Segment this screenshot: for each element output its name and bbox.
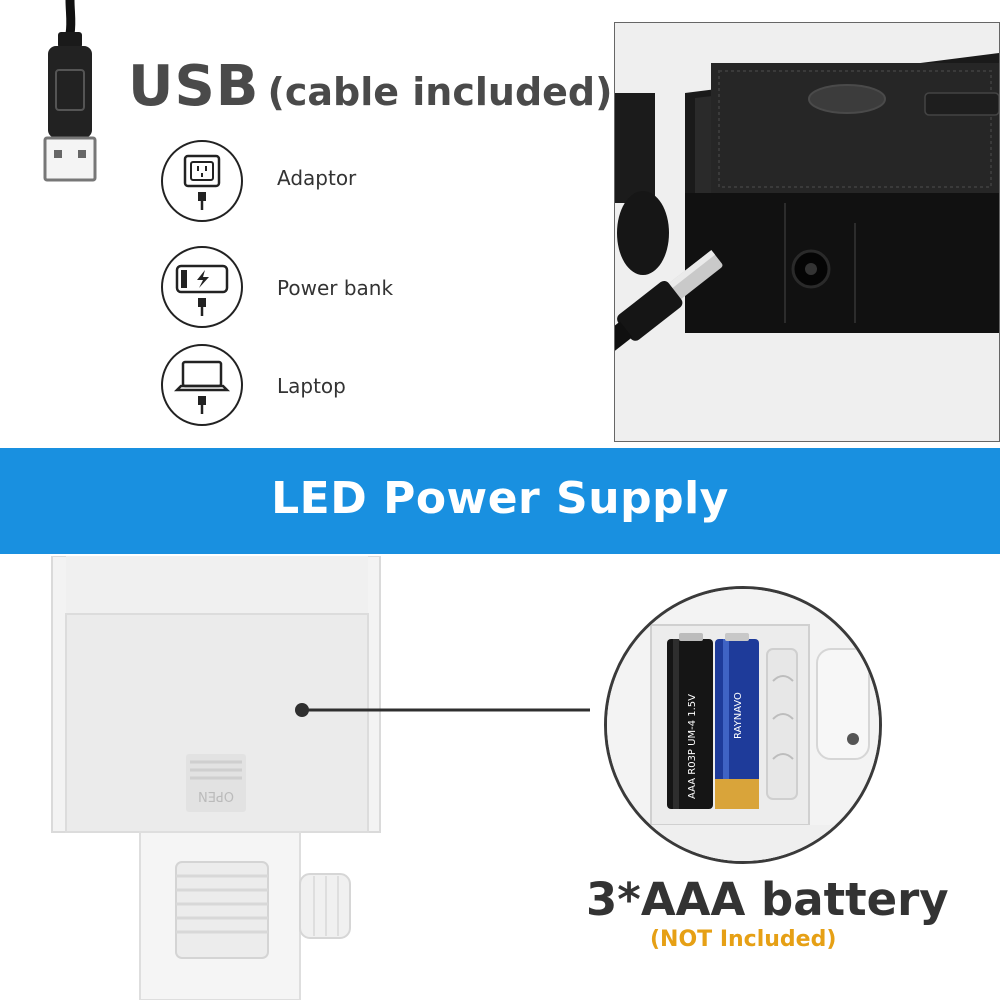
dc-plug-illustration — [615, 23, 999, 441]
dc-plug-photo — [614, 22, 1000, 442]
battery-label-dark: AAA R03P UM-4 1.5V — [687, 694, 698, 799]
battery-compartment-illustration: AAA R03P UM-4 1.5V RAYNAVO — [607, 589, 879, 861]
banner-title: LED Power Supply — [271, 473, 729, 524]
laptop-icon — [173, 360, 231, 414]
battery-label-blue: RAYNAVO — [733, 692, 744, 739]
power-bank-circle — [161, 246, 243, 328]
source-label-power-bank: Power bank — [277, 276, 394, 300]
usb-title-text: USB — [128, 54, 260, 119]
power-bank-icon — [175, 264, 229, 316]
battery-title: 3*AAA battery — [586, 873, 949, 926]
laptop-circle — [161, 344, 243, 426]
wall-outlet-icon — [183, 154, 221, 210]
source-label-adaptor: Adaptor — [277, 166, 357, 190]
adaptor-circle — [161, 140, 243, 222]
battery-zoom-circle: AAA R03P UM-4 1.5V RAYNAVO — [604, 586, 882, 864]
source-label-laptop: Laptop — [277, 374, 346, 398]
battery-note: (NOT Included) — [650, 927, 837, 952]
open-label: OPEN — [198, 788, 234, 803]
banner-background — [0, 448, 1000, 554]
usb-subtitle: (cable included) — [267, 70, 613, 114]
usb-title: USB(cable included) — [128, 52, 613, 127]
usb-cable-icon — [43, 0, 97, 182]
lamp-base-illustration: OPEN — [51, 556, 590, 1000]
